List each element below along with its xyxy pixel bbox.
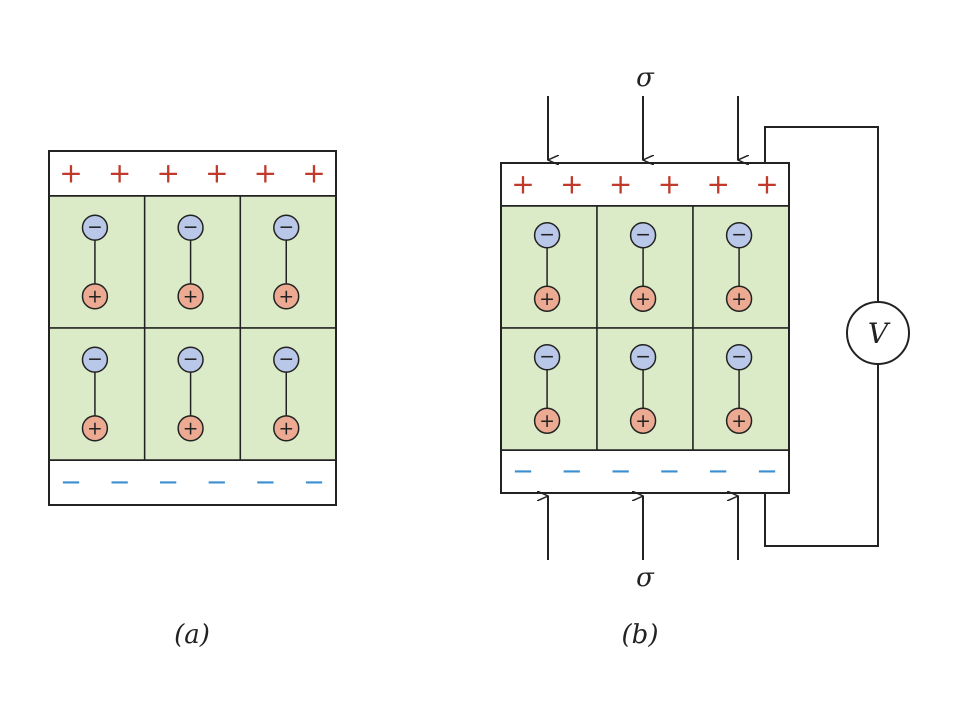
negative-ion-sign: − — [635, 347, 651, 368]
positive-charge-sign: + — [706, 168, 729, 201]
negative-ion — [629, 344, 657, 371]
positive-charge-sign: + — [560, 168, 583, 201]
positive-ion — [177, 283, 204, 310]
negative-charge-sign: − — [512, 457, 534, 487]
negative-charge-sign: − — [303, 468, 325, 498]
positive-ion — [81, 415, 109, 442]
negative-ion — [629, 222, 657, 249]
positive-ion — [273, 283, 300, 310]
positive-ion — [273, 415, 300, 442]
positive-ion-sign: + — [183, 419, 199, 440]
negative-charge-sign: − — [157, 468, 179, 498]
panel-a-caption: (a) — [174, 620, 210, 650]
top-electrode — [48, 150, 337, 197]
positive-charge-sign: + — [59, 157, 82, 190]
negative-ion-sign: − — [183, 349, 199, 370]
positive-ion — [725, 285, 753, 312]
positive-ion-sign: + — [635, 411, 651, 432]
negative-ion-sign: − — [635, 225, 651, 246]
negative-ion — [81, 214, 109, 241]
positive-ion — [629, 407, 657, 434]
panel-b-stressed-crystal: +−+−+−+−+−+−−+−+−+−+−+−+ — [500, 96, 879, 560]
panel-a-unstressed-crystal: +−+−+−+−+−+−−+−+−+−+−+−+ — [48, 150, 337, 506]
positive-ion-sign: + — [731, 289, 747, 310]
positive-ion — [725, 407, 753, 434]
positive-ion-sign: + — [278, 287, 294, 308]
positive-ion-sign: + — [731, 411, 747, 432]
positive-ion-sign: + — [539, 289, 555, 310]
positive-charge-sign: + — [302, 157, 325, 190]
negative-charge-sign: − — [255, 468, 277, 498]
positive-charge-sign: + — [108, 157, 131, 190]
positive-ion — [533, 285, 561, 312]
negative-ion-sign: − — [278, 349, 294, 370]
negative-charge-sign: − — [60, 468, 82, 498]
positive-ion — [533, 407, 561, 434]
negative-charge-sign: − — [707, 457, 729, 487]
negative-ion-sign: − — [278, 217, 294, 238]
positive-ion-sign: + — [183, 287, 199, 308]
positive-ion-sign: + — [278, 419, 294, 440]
positive-ion-sign: + — [539, 411, 555, 432]
stress-label-top: σ — [636, 63, 655, 93]
negative-ion — [533, 222, 561, 249]
bottom-electrode — [48, 459, 337, 506]
top-electrode — [500, 162, 790, 207]
negative-ion-sign: − — [539, 347, 555, 368]
negative-charge-sign: − — [561, 457, 583, 487]
negative-ion-sign: − — [539, 225, 555, 246]
negative-ion — [533, 344, 561, 371]
negative-charge-sign: − — [109, 468, 131, 498]
positive-charge-sign: + — [511, 168, 534, 201]
negative-charge-sign: − — [756, 457, 778, 487]
panel-b-caption: (b) — [622, 620, 659, 650]
positive-ion-sign: + — [635, 289, 651, 310]
positive-ion-sign: + — [87, 419, 103, 440]
negative-ion-sign: − — [183, 217, 199, 238]
positive-ion-sign: + — [87, 287, 103, 308]
positive-charge-sign: + — [156, 157, 179, 190]
negative-ion — [273, 214, 300, 241]
positive-charge-sign: + — [755, 168, 778, 201]
circuit-wire-top — [764, 126, 879, 302]
positive-ion — [81, 283, 109, 310]
crystal-outline — [48, 150, 337, 506]
positive-charge-sign: + — [658, 168, 681, 201]
negative-charge-sign: − — [610, 457, 632, 487]
negative-charge-sign: − — [659, 457, 681, 487]
negative-ion — [177, 346, 204, 373]
positive-charge-sign: + — [205, 157, 228, 190]
positive-charge-sign: + — [609, 168, 632, 201]
negative-charge-sign: − — [206, 468, 228, 498]
negative-ion — [725, 222, 753, 249]
positive-charge-sign: + — [254, 157, 277, 190]
negative-ion — [81, 346, 109, 373]
voltmeter-label: V — [868, 317, 891, 350]
negative-ion-sign: − — [87, 217, 103, 238]
negative-ion-sign: − — [731, 347, 747, 368]
bottom-electrode — [500, 449, 790, 494]
negative-ion-sign: − — [731, 225, 747, 246]
negative-ion-sign: − — [87, 349, 103, 370]
stress-label-bottom: σ — [636, 563, 655, 593]
negative-ion — [725, 344, 753, 371]
positive-ion — [629, 285, 657, 312]
positive-ion — [177, 415, 204, 442]
voltmeter: V — [846, 301, 910, 365]
circuit-wire-bottom — [764, 364, 879, 547]
negative-ion — [177, 214, 204, 241]
negative-ion — [273, 346, 300, 373]
